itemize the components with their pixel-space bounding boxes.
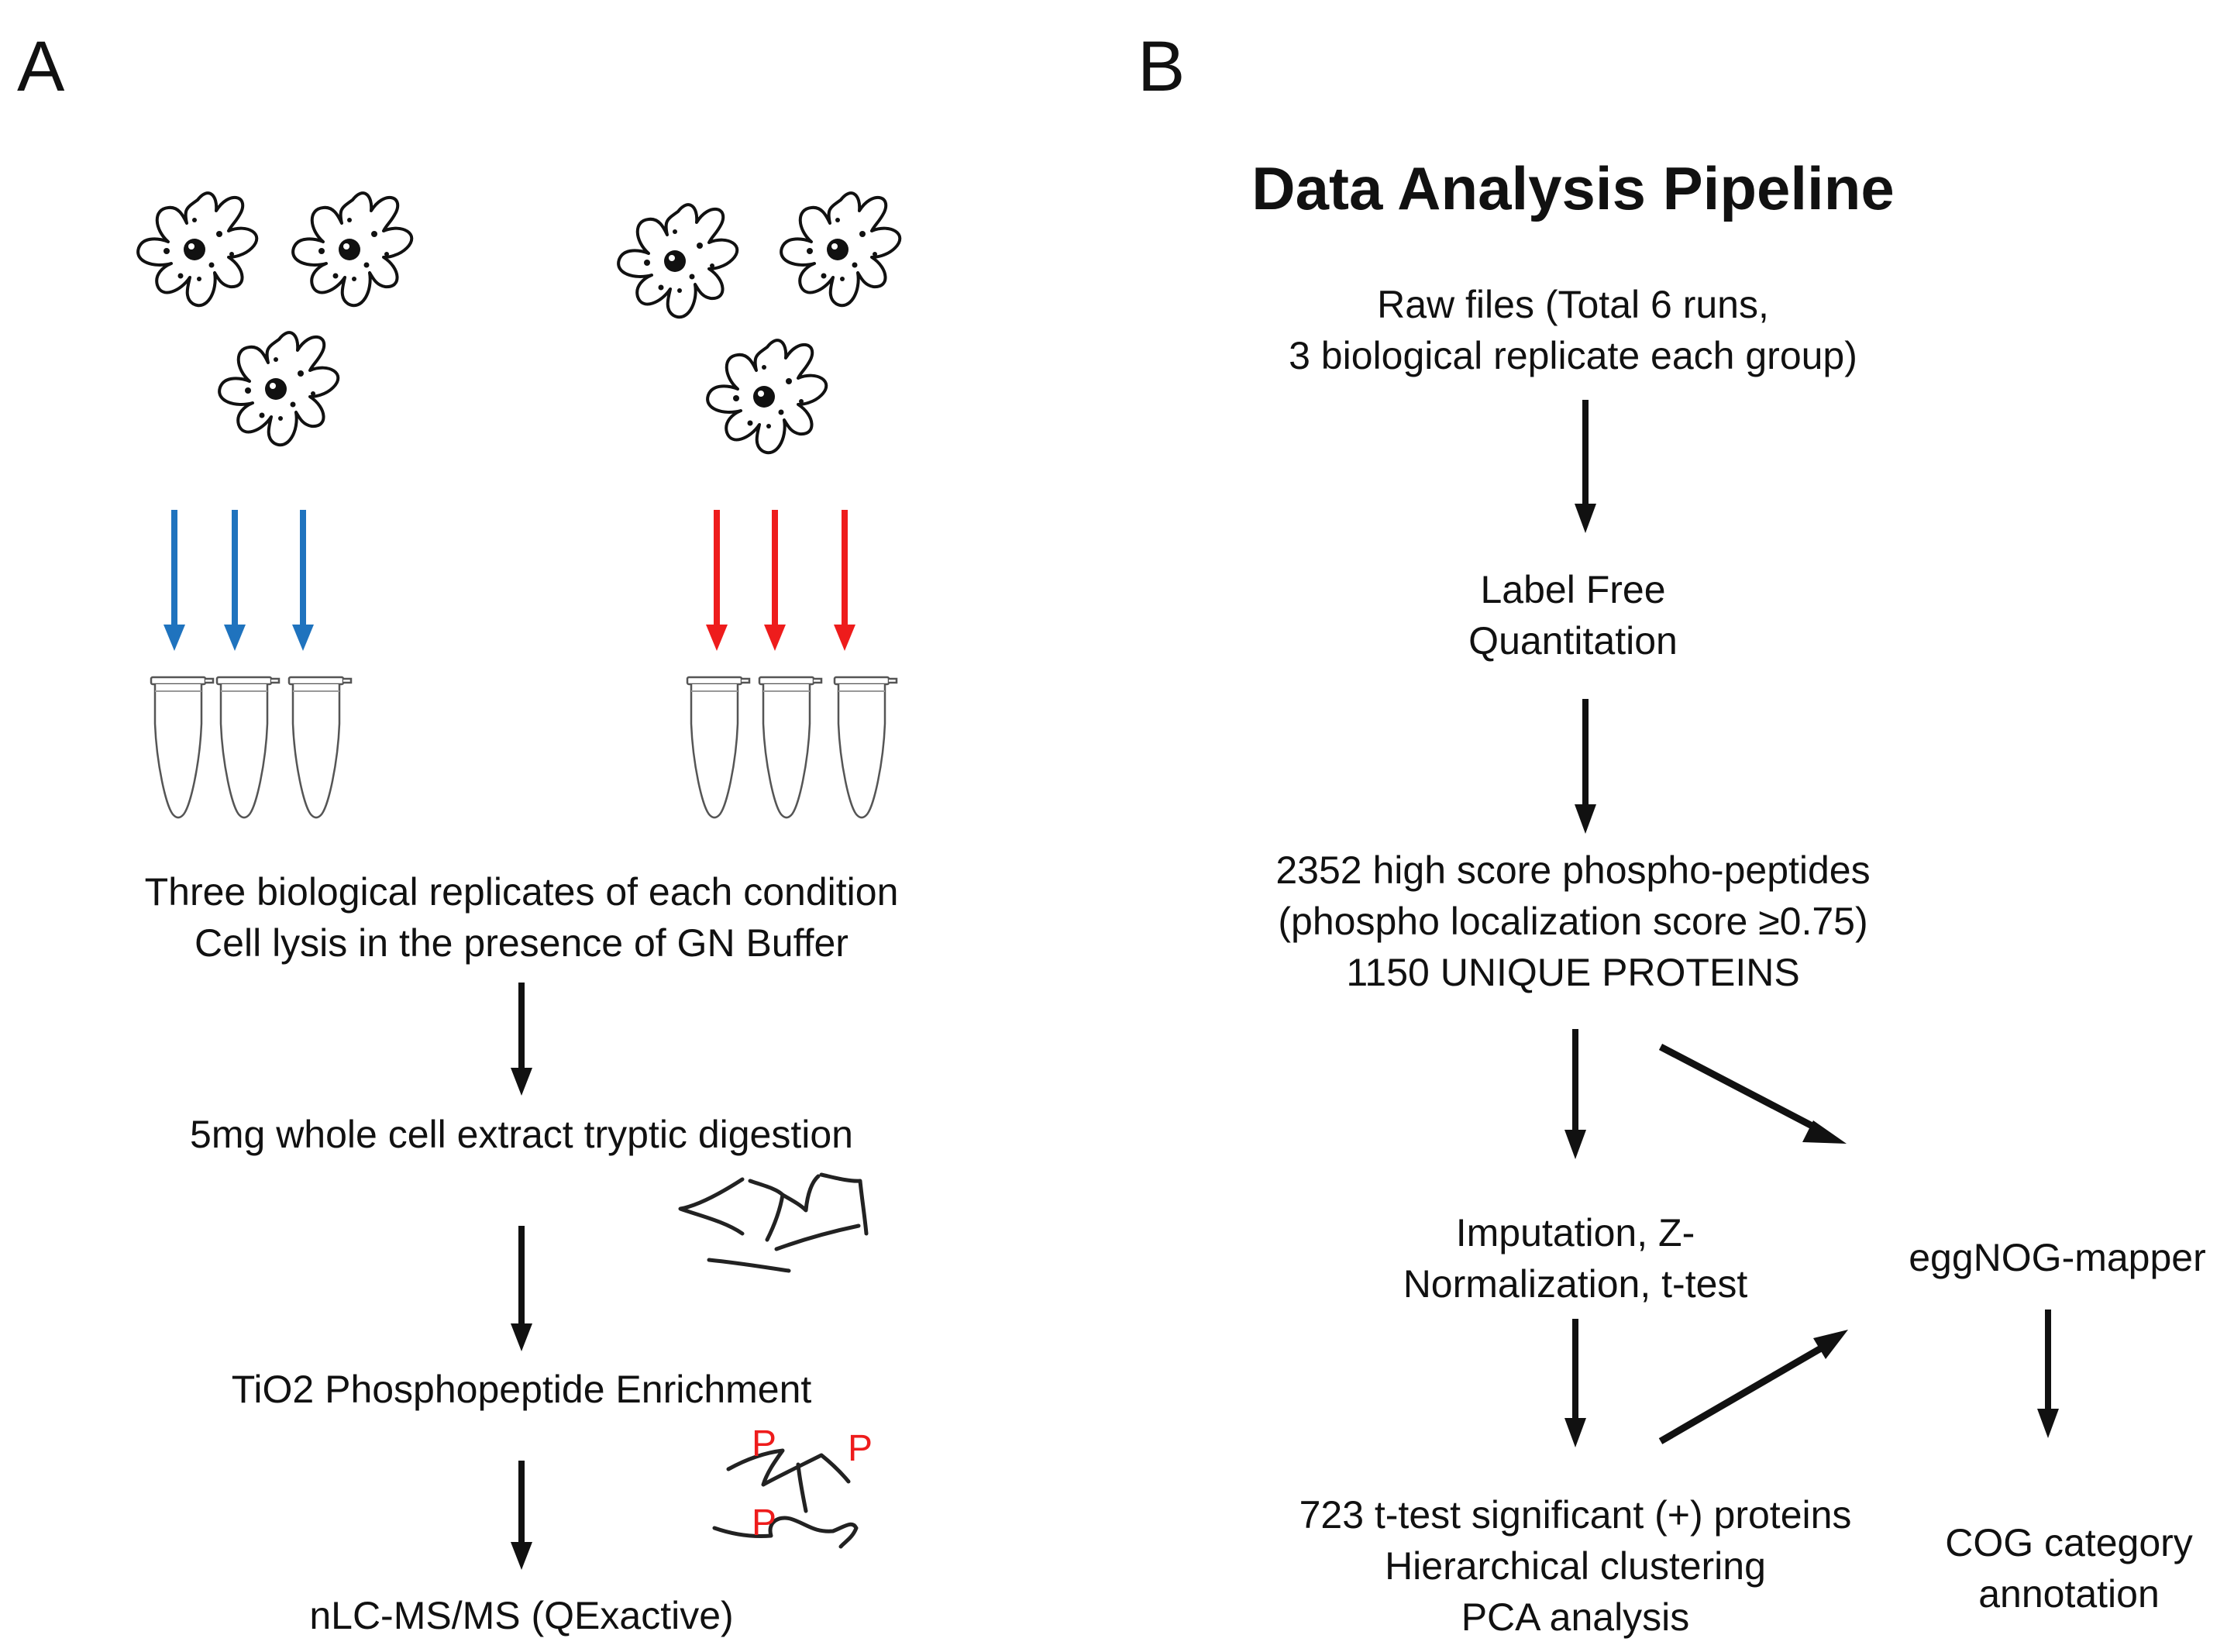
arrow-diagonal-icon [1658,1330,1848,1444]
lfq-line2: Quantitation [1468,619,1678,663]
significant-line2: Hierarchical clustering [1385,1544,1766,1588]
arrow-down-icon [1575,400,1596,533]
digestion-step: 5mg whole cell extract tryptic digestion [190,1113,853,1156]
arrow-diagonal-icon [1658,1044,1847,1144]
arrow-down-icon [224,510,246,651]
panel-b-label: B [1138,27,1186,106]
ms-step: nLC-MS/MS (QExactive) [309,1594,734,1637]
phospho-mark: P [848,1428,873,1469]
raw-files-step: Raw files (Total 6 runs, 3 biological re… [1289,279,1857,381]
arrow-down-icon [1564,1319,1586,1447]
replicates-step: Three biological replicates of each cond… [145,866,899,969]
arrow-down-icon [1575,699,1596,834]
phosphopeptide-strands-icon [712,1448,859,1549]
arrow-down-icon [1564,1029,1586,1159]
enrichment-step: TiO2 Phosphopeptide Enrichment [231,1368,812,1411]
lfq-line1: Label Free [1480,568,1666,611]
arrow-down-icon [292,510,314,651]
significant-proteins-step: 723 t-test significant (+) proteins Hier… [1299,1489,1852,1643]
panel-a-label: A [17,27,65,106]
arrow-down-icon [706,510,728,651]
significant-line1: 723 t-test significant (+) proteins [1299,1493,1852,1537]
significant-line3: PCA analysis [1461,1595,1690,1639]
imputation-line2: Normalization, t-test [1403,1262,1748,1306]
cog-annotation-step: COG category annotation [1945,1517,2193,1619]
arrow-down-icon [511,1461,532,1570]
raw-files-line2: 3 biological replicate each group) [1289,334,1857,377]
phosphopeptides-line2: (phospho localization score ≥0.75) [1278,900,1868,943]
pipeline-title: Data Analysis Pipeline [1251,154,1895,222]
arrow-down-icon [764,510,786,651]
replicates-line1: Three biological replicates of each cond… [144,870,899,914]
phosphopeptides-line1: 2352 high score phospho-peptides [1275,848,1871,892]
replicates-line2: Cell lysis in the presence of GN Buffer [194,921,849,965]
phospho-mark: P [752,1502,777,1544]
lfq-step: Label Free Quantitation [1468,564,1678,666]
arrow-down-icon [511,983,532,1096]
imputation-line1: Imputation, Z- [1455,1211,1695,1254]
cog-line2: annotation [1978,1572,2160,1616]
phospho-mark: P [752,1423,777,1464]
arrow-down-icon [834,510,855,651]
peptide-strands-icon [678,1172,869,1273]
treated-arrows [706,510,855,651]
eggnog-step: eggNOG-mapper [1909,1236,2206,1279]
phosphopeptides-step: 2352 high score phospho-peptides (phosph… [1275,845,1870,998]
raw-files-line1: Raw files (Total 6 runs, [1377,283,1769,326]
imputation-step: Imputation, Z- Normalization, t-test [1403,1207,1748,1310]
cog-line1: COG category [1945,1521,2193,1564]
phosphopeptides-line3: 1150 UNIQUE PROTEINS [1346,951,1800,994]
arrow-down-icon [511,1226,532,1351]
control-arrows [164,510,314,651]
arrow-down-icon [164,510,185,651]
arrow-down-icon [2037,1310,2059,1438]
